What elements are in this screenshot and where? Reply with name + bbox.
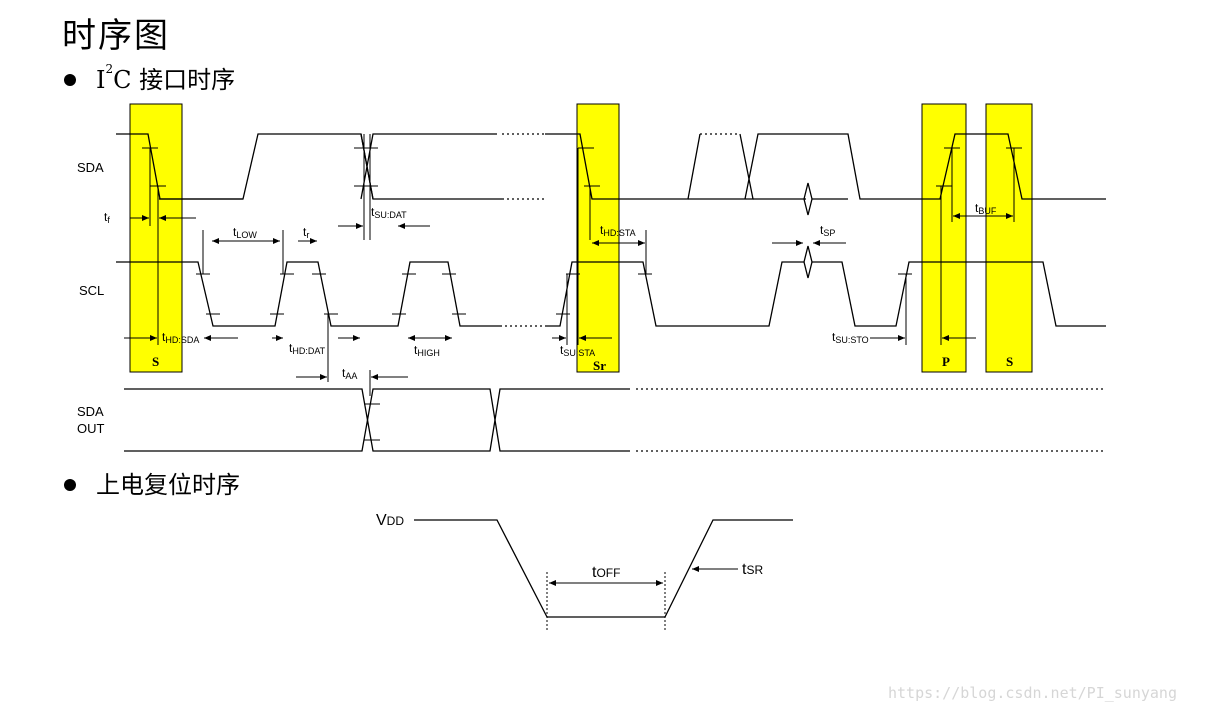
watermark: https://blog.csdn.net/PI_sunyang <box>888 684 1177 702</box>
label-tsu-sta: tSU:STA <box>560 343 595 358</box>
label-tlow: tLOW <box>233 225 257 240</box>
band-repeated-start <box>576 103 620 373</box>
band-stop <box>921 103 967 373</box>
label-scl: SCL <box>79 283 104 298</box>
label-start-s2: S <box>1006 354 1013 369</box>
label-tf: tf <box>104 210 110 225</box>
page-title: 时序图 <box>62 16 170 56</box>
bullet-dot <box>64 73 76 86</box>
sda-waveform <box>116 133 1106 216</box>
power-reset-diagram <box>414 519 793 630</box>
label-tr: tr <box>303 225 309 240</box>
label-sda-out-1: SDA <box>77 404 104 419</box>
label-sda: SDA <box>77 160 104 175</box>
bullet-dot <box>64 478 76 491</box>
label-toff: tOFF <box>592 564 620 581</box>
i2c-sup: 2 <box>105 62 114 76</box>
label-tsr: tSR <box>742 561 763 578</box>
band-start-2 <box>985 103 1033 373</box>
section-power-heading: 上电复位时序 <box>64 465 240 500</box>
label-sda-out-2: OUT <box>77 421 105 436</box>
label-tsu-dat: tSU:DAT <box>371 205 407 220</box>
guide-lines <box>149 134 1015 396</box>
label-stop-p: P <box>942 354 950 369</box>
label-tsp: tSP <box>820 223 835 238</box>
sda-out-waveform <box>124 388 1106 452</box>
i2c-prefix: I <box>96 66 106 94</box>
label-thigh: tHIGH <box>414 343 440 358</box>
label-tsu-sto: tSU:STO <box>832 330 869 345</box>
label-thd-sta: tHD:STA <box>600 223 636 238</box>
section-i2c-heading: I2C 接口时序 <box>64 60 235 95</box>
label-thd-dat: tHD:DAT <box>289 341 326 356</box>
i2c-rest: C 接口时序 <box>113 66 236 94</box>
label-vdd: VDD <box>376 512 404 529</box>
label-tbuf: tBUF <box>975 201 997 216</box>
band-start <box>129 103 183 373</box>
timing-arrows <box>124 213 1013 380</box>
power-label: 上电复位时序 <box>96 471 240 499</box>
label-thd-sda: tHD:SDA <box>162 330 199 345</box>
label-taa: tAA <box>342 366 357 381</box>
scl-waveform <box>116 245 1106 327</box>
label-repeated-start: Sr <box>593 358 606 373</box>
label-start-s: S <box>152 354 159 369</box>
